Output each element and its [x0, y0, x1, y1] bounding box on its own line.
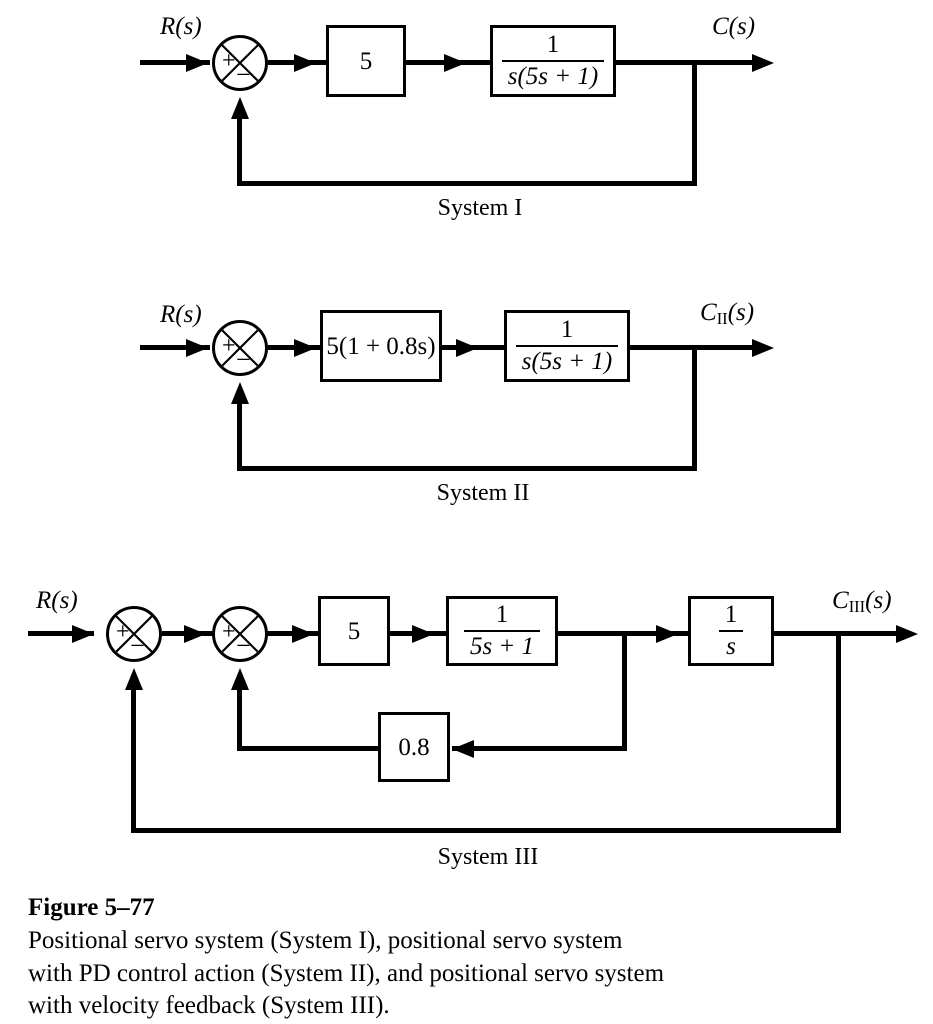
summing-cross-icon	[115, 615, 153, 653]
system-2-pd-to-plant-arrowhead	[456, 338, 478, 357]
summing-cross-icon	[221, 44, 259, 82]
system-1-plant-fraction: 1 s(5s + 1)	[501, 31, 605, 91]
summing-cross-icon	[221, 329, 259, 367]
system-1-gain-to-plant-arrowhead	[444, 53, 466, 72]
system-3-gain-to-lag-arrowhead	[412, 624, 434, 643]
system-1-sum-minus-sign: −	[236, 60, 251, 89]
system-3-caption: System III	[437, 844, 539, 870]
system-3-velocity-arrowhead	[452, 739, 474, 758]
system-2-plant-denominator: s(5s + 1)	[515, 345, 619, 376]
system-3-inner-summing-junction: + −	[212, 606, 268, 662]
system-3-velocity-tap-down-line	[622, 631, 627, 751]
system-2-input-arrowhead	[186, 338, 208, 357]
system-1-feedback-bottom-line	[237, 181, 697, 186]
system-3-lag-block: 1 5s + 1	[446, 596, 558, 666]
system-3-output-label: CIII(s)	[832, 587, 892, 616]
system-3-gain-block-label: 5	[347, 617, 361, 645]
system-3-gain-block: 5	[318, 596, 390, 666]
system-2-input-label: R(s)	[160, 301, 202, 328]
system-3-velocity-return-arrowhead	[230, 668, 249, 690]
system-2-error-arrowhead	[294, 338, 316, 357]
system-3-output-label-main: C	[832, 587, 849, 614]
system-3-velocity-feedback-label: 0.8	[398, 733, 430, 761]
system-3-input-arrowhead	[72, 624, 94, 643]
system-1-caption: System I	[437, 195, 523, 221]
system-2-feedback-up-line	[237, 395, 242, 471]
system-3-output-arrowhead	[896, 624, 918, 643]
system-3-input-label: R(s)	[36, 587, 78, 614]
figure-caption: Figure 5–77 Positional servo system (Sys…	[28, 892, 668, 1023]
system-3-lag-numerator: 1	[495, 601, 509, 628]
system-3-outer-feedback-down-line	[836, 631, 841, 833]
figure-caption-text: Positional servo system (System I), posi…	[28, 927, 665, 1019]
system-3-lag-to-integrator-arrowhead	[656, 624, 678, 643]
system-2-plant-fraction: 1 s(5s + 1)	[515, 316, 619, 376]
summing-cross-icon	[221, 615, 259, 653]
system-3-outer-sum-plus-sign: +	[116, 619, 130, 645]
system-2-output-label-tail: (s)	[727, 299, 755, 326]
system-2-pd-controller-block: 5(1 + 0.8s)	[320, 310, 442, 382]
system-3-integrator-numerator: 1	[724, 601, 738, 628]
system-3-outer-summing-junction: + −	[106, 606, 162, 662]
system-1-gain-block-label: 5	[359, 47, 373, 75]
system-3-output-label-sub: III	[848, 597, 866, 616]
system-3-inner-sum-minus-sign: −	[236, 631, 251, 660]
system-2-output-label-main: C	[700, 299, 717, 326]
system-3-lag-denominator: 5s + 1	[463, 630, 541, 661]
system-2-output-arrowhead	[752, 338, 774, 357]
system-2-plant-numerator: 1	[560, 316, 574, 343]
system-1-feedback-up-line	[237, 110, 242, 186]
system-3-velocity-to-gain-line	[452, 746, 627, 751]
system-2-output-label-sub: II	[716, 309, 728, 328]
system-2-sum-plus-sign: +	[222, 333, 236, 359]
system-2-summing-junction: + −	[212, 320, 268, 376]
system-3-integrator-denominator: s	[718, 630, 744, 661]
system-3-outer-to-inner-arrowhead	[184, 624, 206, 643]
system-2-pd-controller-label: 5(1 + 0.8s)	[326, 332, 436, 360]
system-2-plant-block: 1 s(5s + 1)	[504, 310, 630, 382]
system-3-integrator-block: 1 s	[688, 596, 774, 666]
system-1-feedback-down-line	[692, 60, 697, 186]
system-2-feedback-down-line	[692, 345, 697, 471]
system-3-outer-feedback-up-line	[131, 681, 136, 833]
system-2-output-label: CII(s)	[700, 299, 755, 328]
system-3-velocity-return-line	[237, 746, 381, 751]
figure-number: Figure 5–77	[28, 894, 155, 921]
system-2-input-line	[140, 345, 210, 350]
system-3-integrator-fraction: 1 s	[718, 601, 744, 661]
system-1-plant-block: 1 s(5s + 1)	[490, 25, 616, 97]
system-2-caption: System II	[436, 480, 530, 506]
system-3-lag-fraction: 1 5s + 1	[463, 601, 541, 661]
system-3-outer-feedback-arrowhead	[124, 668, 143, 690]
system-3-outer-sum-minus-sign: −	[130, 631, 145, 660]
system-1-feedback-arrowhead	[230, 97, 249, 119]
system-1-input-arrowhead	[186, 53, 208, 72]
system-1-output-line	[616, 60, 762, 65]
system-3-velocity-return-up-line	[237, 681, 242, 751]
system-3-inner-sum-plus-sign: +	[222, 619, 236, 645]
system-3-output-label-tail: (s)	[865, 587, 892, 614]
system-2-feedback-arrowhead	[230, 382, 249, 404]
system-1-summing-junction: + −	[212, 35, 268, 91]
system-1-plant-numerator: 1	[546, 31, 560, 58]
system-1-gain-block: 5	[326, 25, 406, 97]
system-1-output-arrowhead	[752, 53, 774, 72]
system-1-output-label: C(s)	[712, 13, 756, 40]
system-1-plant-denominator: s(5s + 1)	[501, 60, 605, 91]
system-1-input-label: R(s)	[160, 13, 202, 40]
system-1-sum-plus-sign: +	[222, 48, 236, 74]
system-3-input-line	[28, 631, 94, 636]
system-2-feedback-bottom-line	[237, 466, 697, 471]
system-3-inner-to-gain-arrowhead	[292, 624, 314, 643]
system-1-input-line	[140, 60, 210, 65]
system-2-sum-minus-sign: −	[236, 345, 251, 374]
system-1-error-arrowhead	[294, 53, 316, 72]
system-3-velocity-feedback-block: 0.8	[378, 712, 450, 782]
system-3-outer-feedback-bottom-line	[131, 828, 841, 833]
